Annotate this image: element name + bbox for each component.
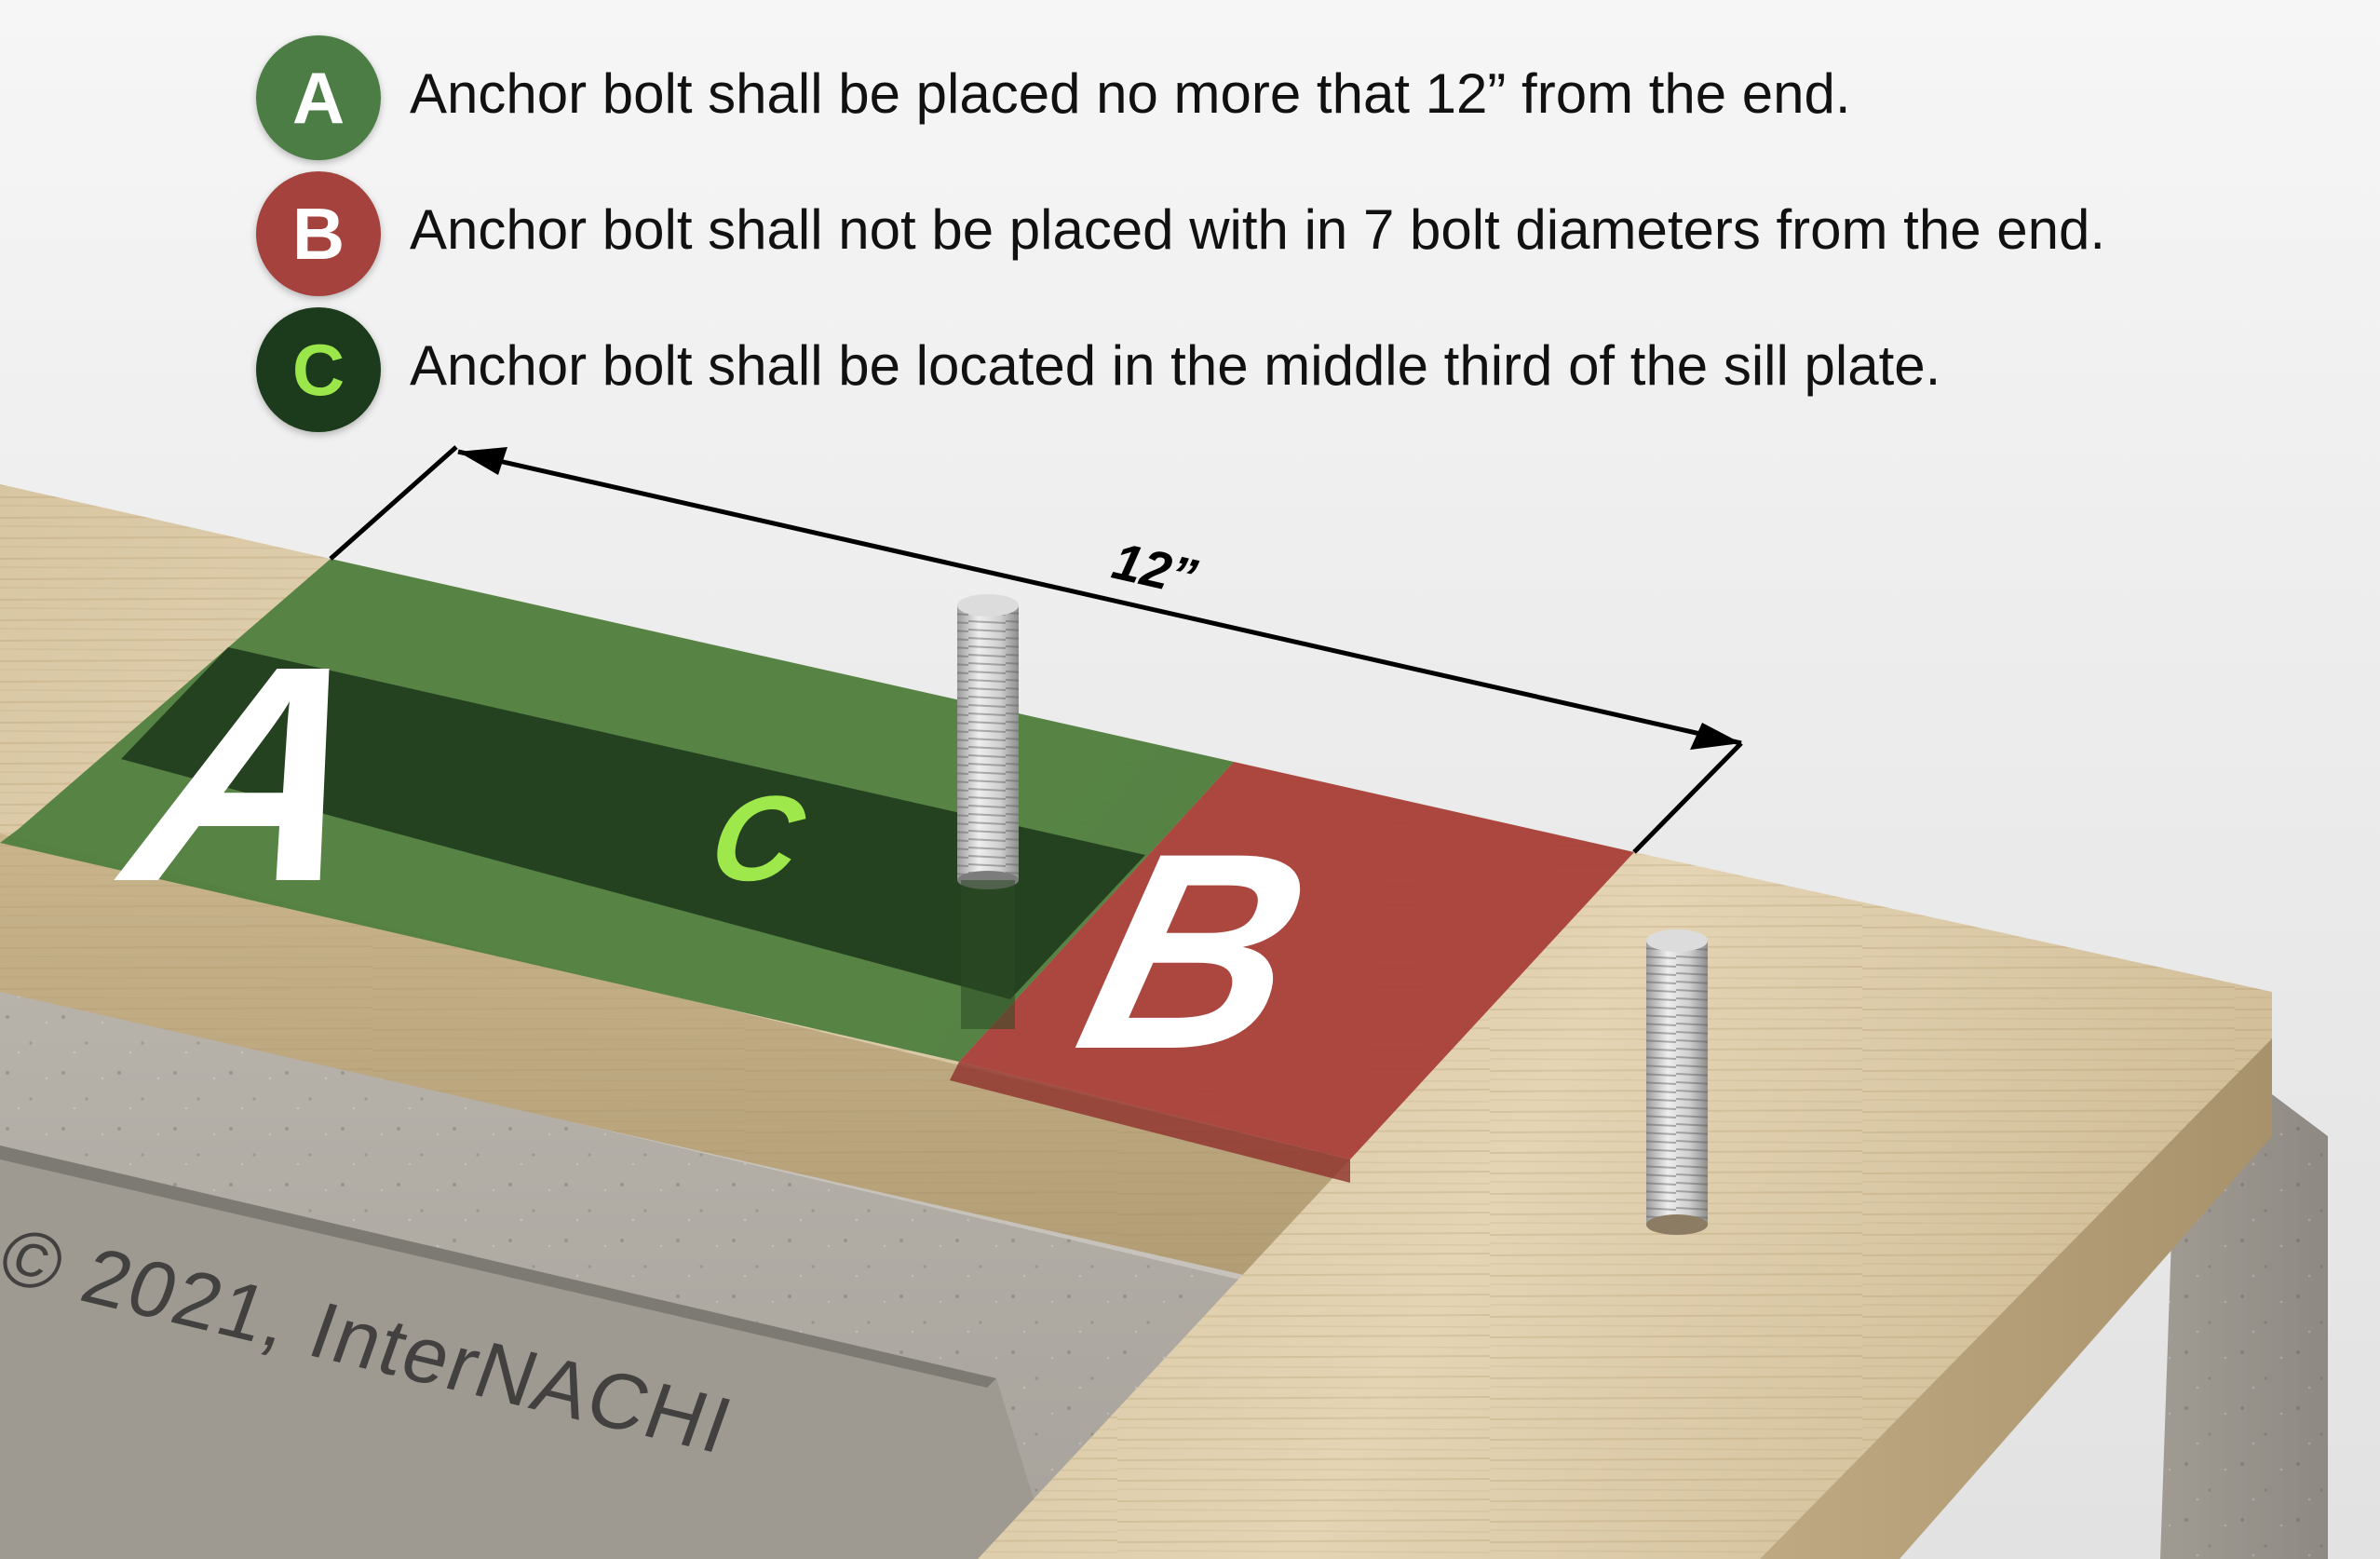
sill-plate-front-grain bbox=[0, 834, 1350, 1299]
legend-text-c: Anchor bolt shall be located in the midd… bbox=[410, 334, 1941, 397]
legend-badge-c: C bbox=[256, 307, 381, 432]
zone-b-front-tint bbox=[950, 1062, 1350, 1183]
foundation-recess bbox=[0, 1146, 1052, 1559]
anchor-bolt-return bbox=[1646, 929, 1708, 1235]
dimension-line bbox=[329, 445, 1743, 854]
legend-item-b: B Anchor bolt shall not be placed with i… bbox=[256, 171, 2351, 296]
dimension-arrow-right bbox=[1690, 723, 1741, 750]
legend-item-c: C Anchor bolt shall be located in the mi… bbox=[256, 307, 2351, 432]
anchor-bolt-in-zone bbox=[957, 594, 1019, 1029]
legend-badge-b: B bbox=[256, 171, 381, 296]
legend-text-b: Anchor bolt shall not be placed with in … bbox=[410, 198, 2106, 261]
legend-item-a: A Anchor bolt shall be placed no more th… bbox=[256, 35, 2351, 160]
legend-text-a: Anchor bolt shall be placed no more that… bbox=[410, 62, 1851, 125]
legend-badge-a: A bbox=[256, 35, 381, 160]
return-sill-top-grain bbox=[978, 852, 2272, 1559]
zone-b bbox=[959, 762, 1634, 1159]
dimension-arrow-left bbox=[458, 447, 507, 475]
foundation-recess-shadow bbox=[0, 1146, 996, 1388]
zone-c-band bbox=[121, 647, 1145, 999]
dimension-label: 12” bbox=[1107, 531, 1202, 606]
